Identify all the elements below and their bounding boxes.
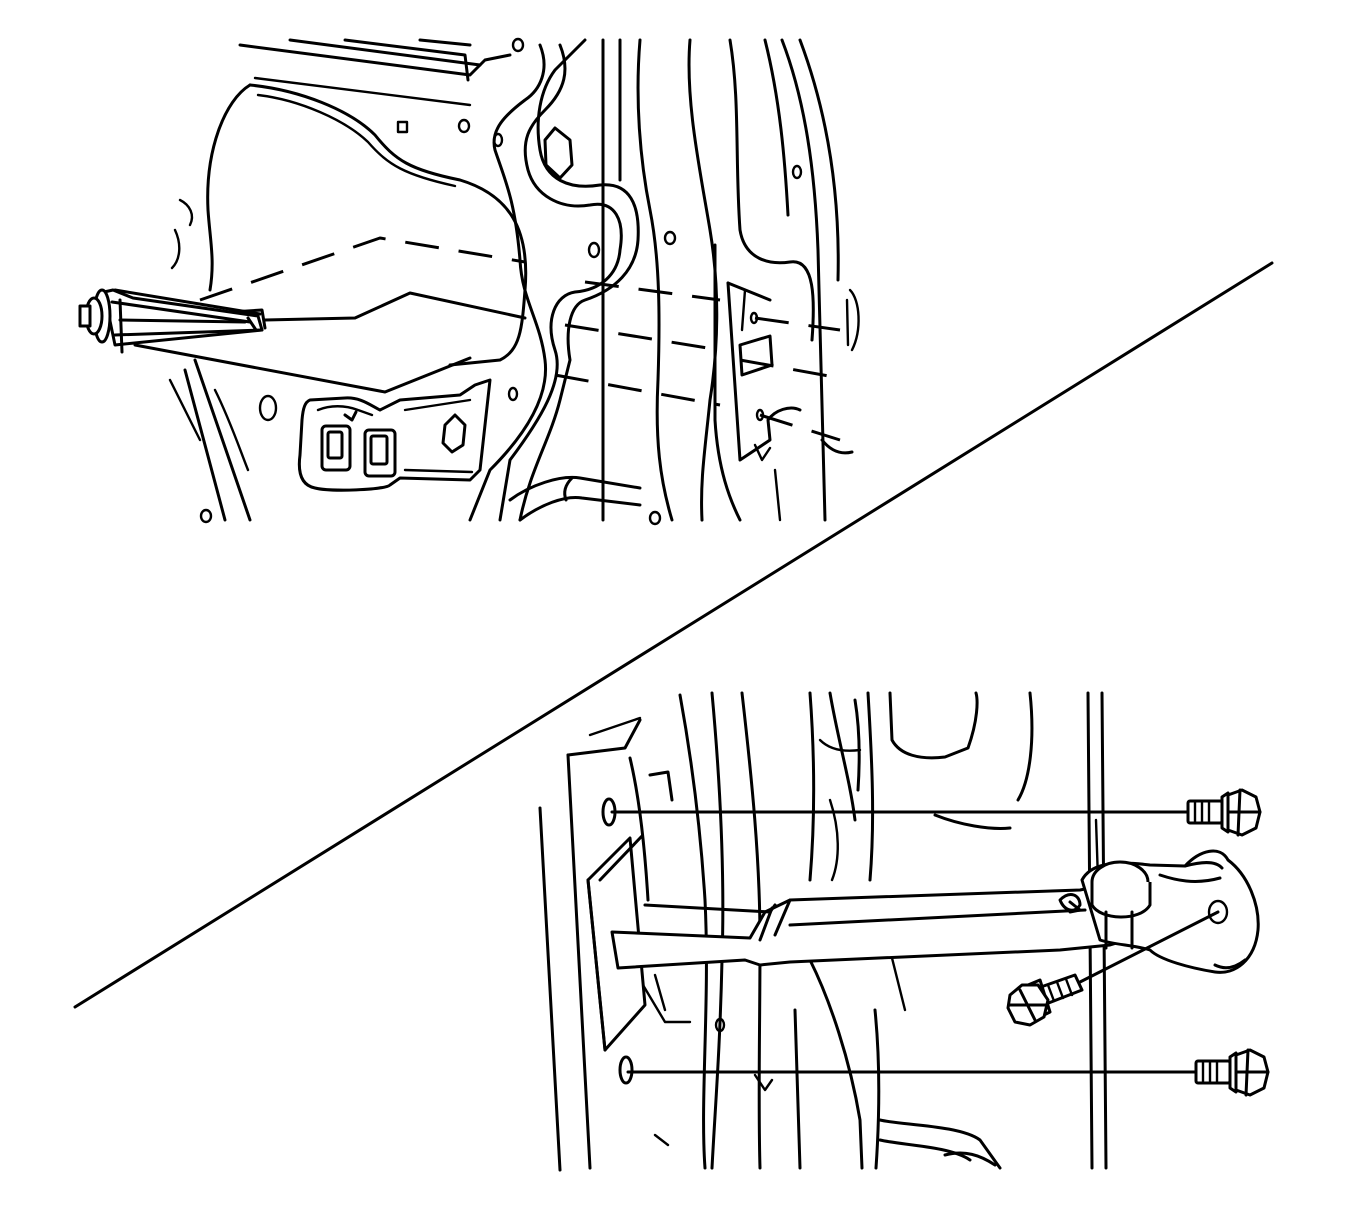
lower-bolt-hole	[618, 1055, 634, 1085]
body-hinge-pillar	[713, 38, 860, 522]
bottom-panel-link-install	[538, 691, 1270, 1172]
upper-bolt	[1186, 788, 1262, 837]
top-panel-door-view	[78, 37, 860, 526]
top-door-check-link	[78, 288, 267, 354]
inner-door-panel	[168, 37, 528, 524]
bolt-alignment-lines	[601, 797, 1220, 1085]
panel-divider-line	[73, 261, 1274, 1009]
lower-bolt	[1194, 1048, 1270, 1097]
check-link-strap	[610, 878, 1162, 970]
lower-body-pillar	[538, 691, 1108, 1172]
lower-bracket	[297, 378, 492, 492]
top-install-guide-lines	[133, 236, 841, 442]
check-link-roller-end	[1058, 849, 1260, 974]
door-pillar-seam	[468, 38, 719, 526]
middle-bolt	[1006, 973, 1084, 1027]
